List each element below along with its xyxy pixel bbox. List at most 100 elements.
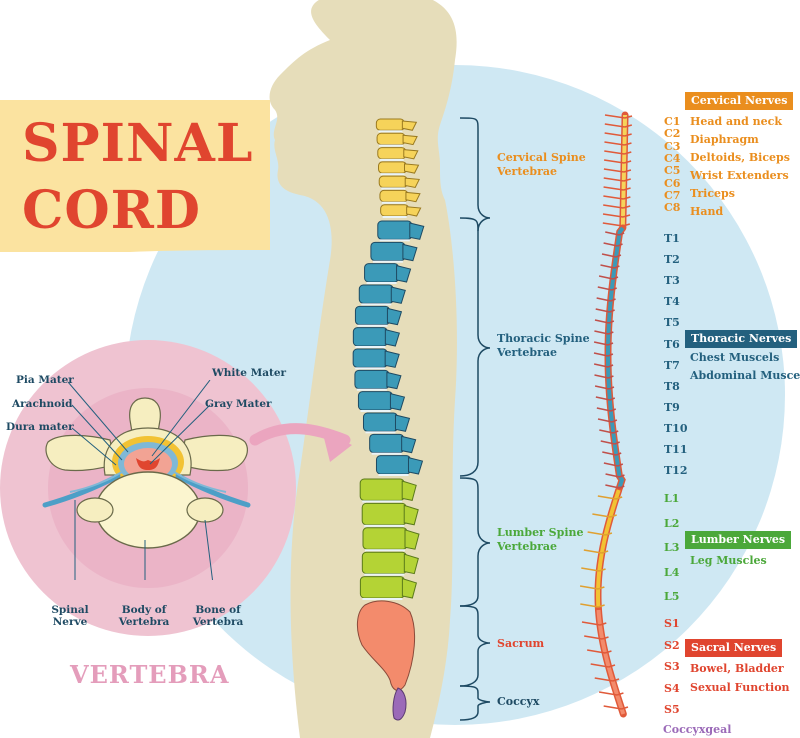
title-banner (0, 100, 270, 252)
thoracic-disc-9 (360, 410, 391, 412)
nerve-root-right (170, 469, 227, 493)
nerve-code-t7: T7 (664, 358, 680, 372)
lumbar-disc-5 (362, 598, 403, 600)
label-body-of-vertebra: Body of Vertebra (114, 604, 174, 628)
lumbar-process-2 (403, 504, 419, 526)
nerve-branch-47 (590, 663, 616, 668)
nerve-branch-12 (602, 222, 631, 227)
nerve-branch-42 (579, 585, 605, 590)
label-bone-of-vertebra-line-1: Bone of (195, 604, 241, 616)
cervical-process-2 (402, 134, 418, 146)
nerve-branch-38 (592, 513, 617, 518)
nerve-branch-14 (603, 242, 623, 247)
title-line-1: SPINAL (22, 113, 254, 174)
region-coccyx-label: Coccyx (497, 695, 540, 708)
thoracic-process-5 (386, 307, 403, 326)
lumbar-process-5 (401, 577, 417, 599)
nerve-branch-50 (603, 705, 629, 710)
vertebra-title: VERTEBRA (70, 660, 230, 689)
transverse-process-right (179, 434, 249, 472)
region-thoracic-label: Thoracic Spine Vertebrae (497, 332, 590, 360)
nerve-branch-2 (604, 132, 632, 137)
thoracic-disc-4 (361, 303, 392, 306)
fn-abdominal-muscels: Abdominal Muscels (690, 369, 800, 382)
cervical-process-3 (403, 149, 419, 160)
thoracic-vertebra-6 (352, 327, 388, 347)
thoracic-vertebra-10 (362, 412, 398, 432)
nerve-code-s1: S1 (664, 617, 680, 630)
nerve-branch-18 (597, 286, 617, 291)
spinous-process (129, 397, 161, 433)
thoracic-vertebra-5 (354, 305, 390, 326)
leader-gray-mater (149, 404, 211, 465)
thoracic-vertebra-3 (364, 263, 400, 283)
nerve-code-l2: L2 (664, 516, 680, 530)
nerve-branch-40 (583, 549, 609, 554)
region-cervical-line-1: Cervical Spine (497, 151, 586, 164)
nerve-branch-8 (603, 186, 631, 191)
nerve-branch-36 (605, 484, 625, 489)
region-braces (459, 117, 491, 721)
nerve-branch-30 (597, 418, 618, 423)
nerve-branch-5 (603, 159, 632, 164)
lumbar-disc-2 (364, 524, 405, 527)
region-lumbar-label: Lumber Spine Vertebrae (497, 526, 584, 554)
label-spinal-nerve-line-1: Spinal (51, 604, 89, 616)
thoracic-disc-11 (371, 452, 402, 455)
lumbar-disc-1 (362, 500, 403, 503)
thoracic-cord (606, 226, 625, 489)
cervical-disc-1 (378, 130, 403, 133)
nerve-branch-37 (597, 495, 623, 500)
fn-head-and-neck: Head and neck (690, 115, 783, 128)
fn-triceps: Triceps (690, 187, 735, 200)
nerve-code-t4: T4 (664, 295, 680, 309)
leader-bone-of-vertebra (204, 519, 214, 580)
nerve-code-s2: S2 (664, 638, 680, 652)
nerve-branch-9 (603, 195, 631, 200)
cervical-disc-3 (379, 158, 404, 161)
label-bone-of-vertebra: Bone of Vertebra (188, 604, 248, 628)
nerve-branch-21 (594, 319, 615, 324)
fn-bowel-bladder: Bowel, Bladder (690, 662, 784, 675)
thoracic-vertebra-12 (375, 455, 411, 475)
pointer-arrowhead (322, 430, 352, 462)
nerve-branch-32 (600, 440, 620, 445)
leader-pia-mater (67, 381, 129, 453)
nerve-branch-44 (581, 621, 607, 626)
nerve-branch-45 (584, 635, 609, 640)
nerve-branch-0 (604, 114, 633, 119)
nerve-root-left (69, 469, 126, 493)
nerve-branch-23 (593, 341, 614, 346)
nerve-code-s4: S4 (664, 681, 680, 695)
lumbar-process-3 (404, 529, 420, 550)
thoracic-disc-12 (378, 474, 409, 476)
label-spinal-nerve: Spinal Nerve (48, 604, 92, 628)
label-body-of-vertebra-line-2: Vertebra (118, 616, 170, 628)
sacral-cord (596, 609, 626, 715)
region-cervical-line-2: Vertebrae (497, 165, 558, 178)
cervical-disc-4 (380, 173, 405, 176)
cervical-process-7 (406, 206, 422, 217)
gray-mater-shape (136, 458, 160, 470)
nerve-branch-35 (605, 473, 625, 478)
label-white-mater: White Mater (212, 367, 287, 379)
label-gray-mater: Gray Mater (205, 398, 272, 410)
thoracic-process-11 (401, 435, 417, 454)
tag-thoracic-nerves: Thoracic Nerves (685, 330, 798, 348)
nerve-code-t12: T12 (664, 464, 688, 478)
nerve-branch-43 (580, 603, 605, 608)
fn-hand: Hand (690, 205, 724, 218)
nerve-branch-19 (596, 297, 616, 302)
nerve-code-c8: C8 (664, 201, 681, 215)
lumbar-disc-3 (364, 549, 405, 552)
nerve-branch-24 (593, 352, 614, 357)
nerve-cord (579, 111, 633, 718)
lumbar-vertebra-1 (359, 478, 405, 501)
transverse-process-left (45, 434, 116, 472)
cervical-disc-2 (379, 144, 404, 147)
region-thoracic-line-1: Thoracic Spine (497, 332, 590, 345)
thoracic-vertebra-4 (358, 284, 394, 304)
thoracic-disc-3 (366, 282, 397, 284)
nerve-branch-48 (594, 677, 620, 682)
fn-wrist-extenders: Wrist Extenders (690, 169, 789, 182)
